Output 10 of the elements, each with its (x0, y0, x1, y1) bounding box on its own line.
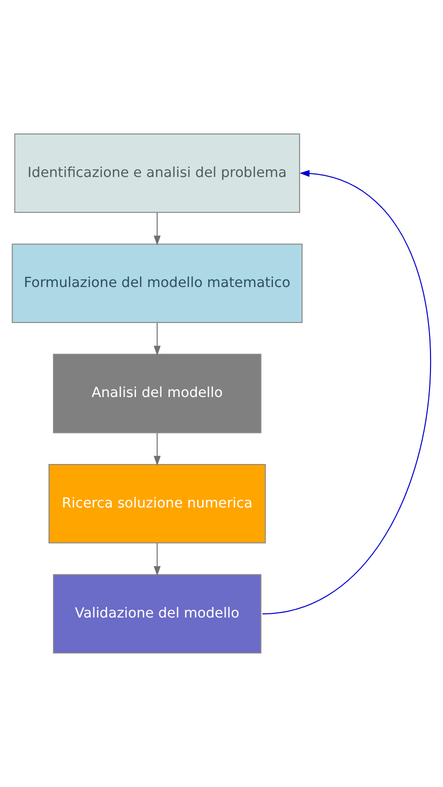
node-box: Analisi del modello (52, 354, 262, 434)
node-box: Formulazione del modello matematico (12, 244, 303, 324)
arrow (262, 170, 431, 614)
arrow (154, 432, 161, 466)
node-box: Ricerca soluzione numerica (48, 464, 266, 544)
arrow (154, 212, 161, 246)
node-box: Identificazione e analisi del problema (14, 133, 300, 213)
node-box: Validazione del modello (52, 574, 262, 654)
arrow (154, 542, 161, 576)
arrow (154, 322, 161, 356)
